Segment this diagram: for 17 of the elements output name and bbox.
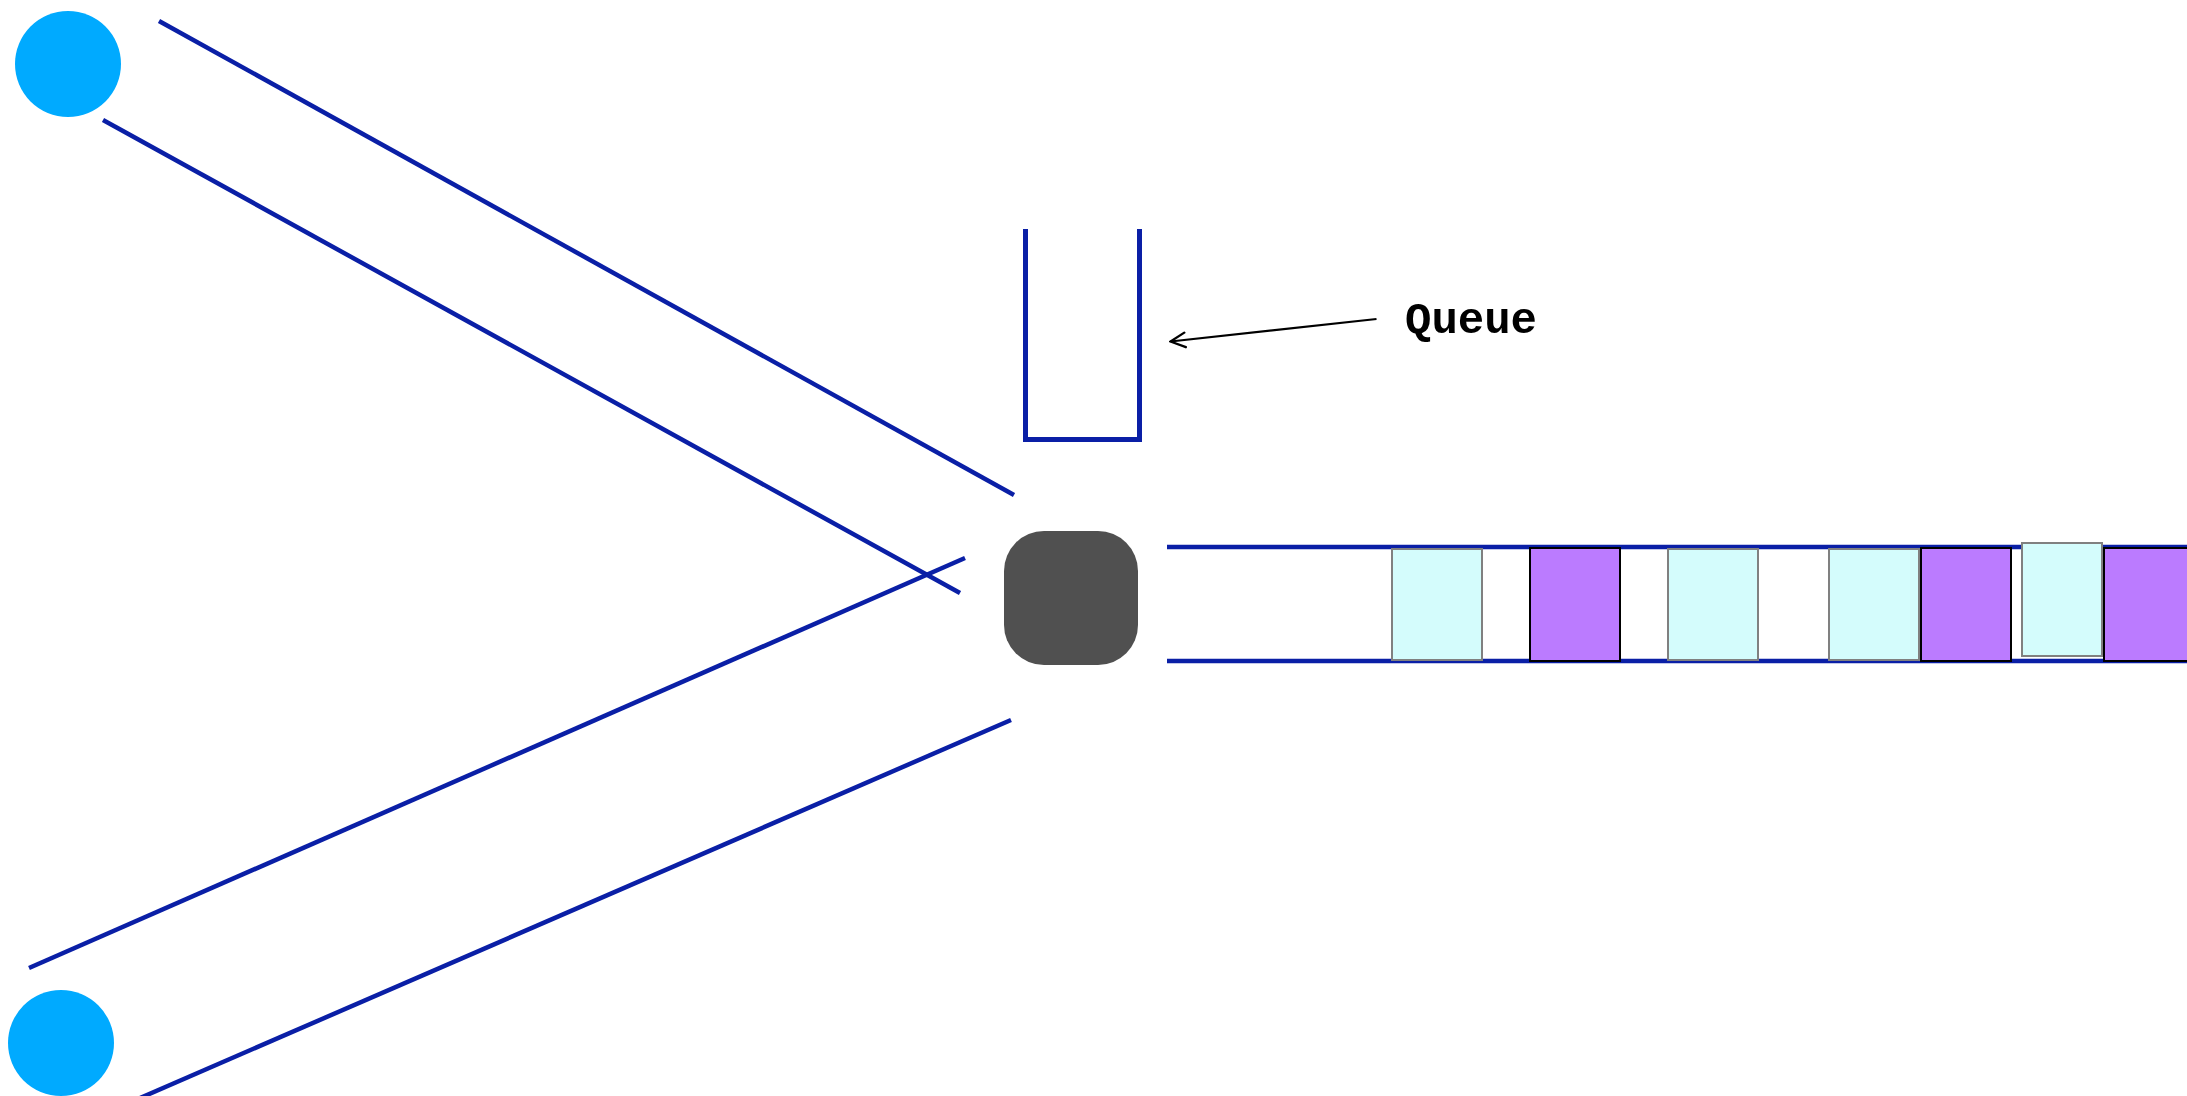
link-line: [28, 555, 966, 971]
packet: [2103, 547, 2187, 662]
packet: [1920, 547, 2012, 662]
packet: [1391, 548, 1483, 661]
packet: [1667, 548, 1759, 661]
packet: [1828, 548, 1920, 661]
packet: [1529, 547, 1621, 662]
leader-line: [1169, 317, 1377, 349]
packet: [2021, 542, 2103, 657]
queue-buffer: [1023, 229, 1142, 442]
link-line: [101, 118, 962, 595]
link-line: [1167, 544, 2187, 550]
link-line: [157, 19, 1016, 497]
router-box: [1004, 531, 1138, 665]
link-line: [139, 717, 1012, 1096]
queue-label: Queue: [1405, 296, 1538, 346]
link-line: [1167, 658, 2187, 664]
